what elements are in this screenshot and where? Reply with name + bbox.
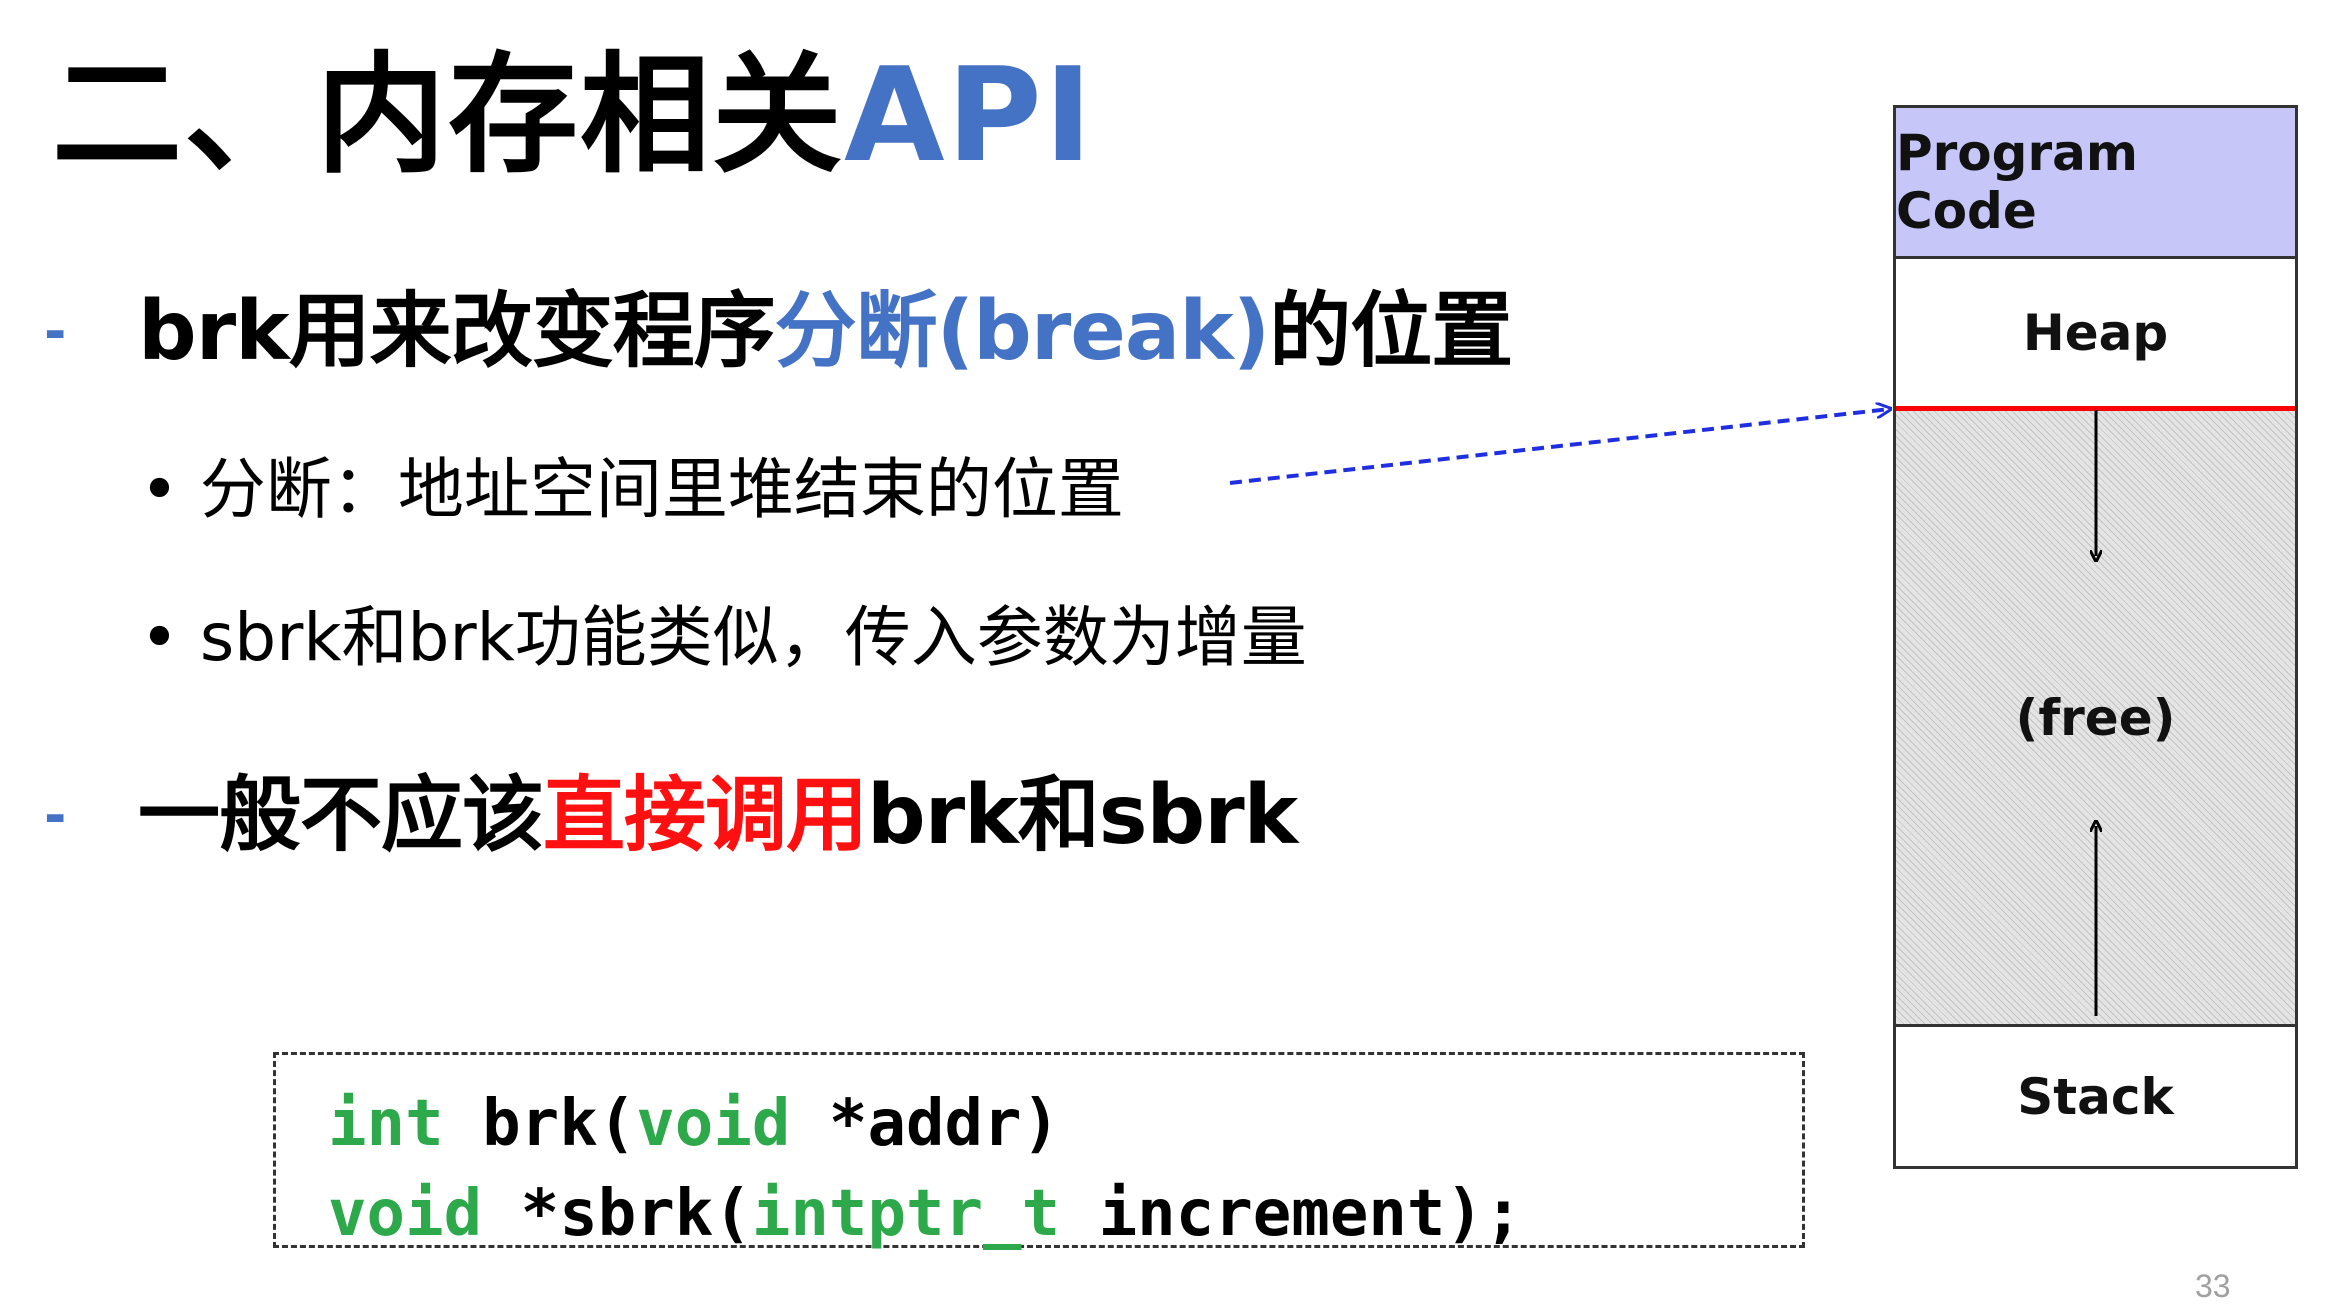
bullet-1-text-a: brk用来改变程序 (138, 284, 776, 379)
code-line-1: int brk(void *addr) (328, 1087, 1061, 1161)
segment-free: (free) (1896, 411, 2295, 1024)
bullet-1-text-b: 的位置 (1269, 284, 1513, 379)
page-number: 33 (2195, 1268, 2231, 1304)
bullet-2-highlight: 直接调用 (543, 768, 868, 863)
segment-heap: Heap (1896, 259, 2295, 411)
title-highlight: API (844, 39, 1095, 191)
bullet-1-highlight: 分断(break) (774, 284, 1271, 379)
break-pointer-arrow (1229, 409, 1890, 485)
memory-layout-diagram: Program Code Heap (free) Stack (1893, 105, 2298, 1169)
sub-bullet-break-definition: • 分断：地址空间里堆结束的位置 (140, 451, 1124, 528)
bullet-2-text-b: brk和sbrk (867, 768, 1298, 863)
segment-program-code: Program Code (1896, 108, 2295, 259)
slide-title: 二、内存相关API (52, 40, 1094, 190)
bullet-marker-2: - (44, 784, 67, 847)
sub-bullet-sbrk: • sbrk和brk功能类似，传入参数为增量 (140, 599, 1307, 676)
segment-stack: Stack (1896, 1024, 2295, 1166)
code-line-2: void *sbrk(intptr_t increment); (328, 1177, 1523, 1251)
bullet-no-direct-call: 一般不应该直接调用brk和sbrk (138, 766, 1298, 866)
bullet-2-text-a: 一般不应该 (138, 768, 544, 863)
bullet-marker-1: - (44, 300, 67, 363)
code-box: int brk(void *addr) void *sbrk(intptr_t … (273, 1052, 1805, 1251)
title-prefix: 二、内存相关 (52, 39, 845, 191)
bullet-brk-purpose: brk用来改变程序分断(break)的位置 (138, 282, 1513, 382)
